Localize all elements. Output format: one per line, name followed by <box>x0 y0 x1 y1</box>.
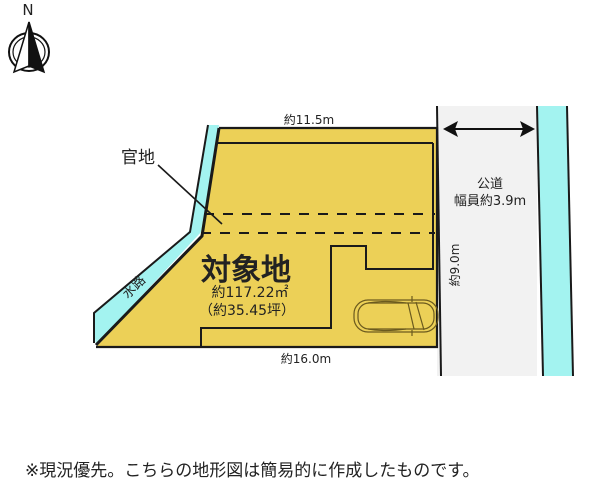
road-width-arrow <box>443 121 535 137</box>
disclaimer-note: ※現況優先。こちらの地形図は簡易的に作成したものです。 <box>25 461 480 481</box>
road-name-label: 公道 <box>477 177 503 192</box>
car-icon <box>353 296 439 336</box>
svg-text:N: N <box>22 1 33 19</box>
north-arrow-icon: N <box>8 1 50 74</box>
top-width-label: 約11.5m <box>284 112 334 127</box>
target-lot <box>96 128 437 347</box>
kanchi-label: 官地 <box>121 148 155 168</box>
waterway-left <box>94 125 219 345</box>
public-road <box>437 106 537 376</box>
road-width-label: 幅員約3.9m <box>454 194 526 209</box>
lot-title: 対象地 <box>201 253 291 288</box>
lot-area-sqm: 約117.22㎡ <box>212 285 289 301</box>
frontage-label: 約9.0m <box>447 244 462 287</box>
bottom-width-label: 約16.0m <box>281 351 331 366</box>
waterway-right <box>537 106 573 376</box>
lot-area-tsubo: （約35.45坪） <box>199 303 295 319</box>
